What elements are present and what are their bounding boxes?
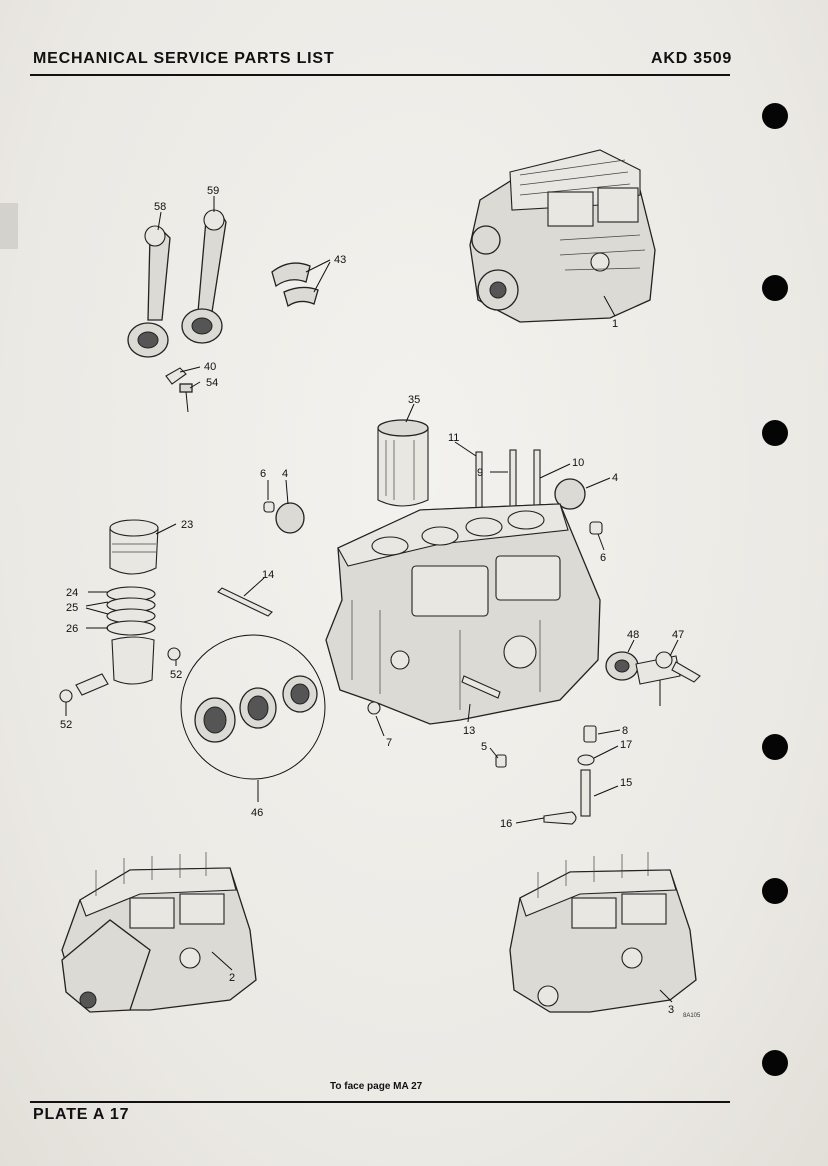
- callout-13: 13: [463, 725, 475, 737]
- callout-54: 54: [206, 377, 218, 389]
- callout-6-right: 6: [600, 552, 606, 564]
- face-page-note: To face page MA 27: [330, 1081, 423, 1092]
- callout-6-left: 6: [260, 468, 266, 480]
- punch-hole-4: [762, 734, 788, 760]
- small-fittings-illustration: [367, 701, 597, 825]
- punch-hole-2: [762, 275, 788, 301]
- callout-58: 58: [154, 201, 166, 213]
- callout-35: 35: [408, 394, 420, 406]
- connecting-rod-illustrations: [127, 209, 227, 358]
- callout-8: 8: [622, 725, 628, 737]
- footer-rule: [30, 1101, 730, 1103]
- punch-hole-3: [762, 420, 788, 446]
- callout-26: 26: [66, 623, 78, 635]
- page-edge-tab: [0, 203, 18, 249]
- punch-hole-1: [762, 103, 788, 129]
- callout-52-right: 52: [170, 669, 182, 681]
- callout-40: 40: [204, 361, 216, 373]
- callout-59: 59: [207, 185, 219, 197]
- callout-9: 9: [477, 467, 483, 479]
- callout-23: 23: [181, 519, 193, 531]
- cylinder-liner-illustration: [377, 419, 429, 507]
- piston-illustration: [109, 519, 159, 575]
- dowel-rod-illustration: [217, 587, 273, 617]
- engine-assembly-illustration: [469, 149, 656, 323]
- page-header-code: AKD 3509: [651, 50, 733, 67]
- callout-labels: 1 2 3 4 4 5 6 6 7 8 9 10 11 13 14 15 16 …: [60, 185, 701, 1019]
- callout-11: 11: [448, 432, 459, 444]
- callout-7: 7: [386, 737, 392, 749]
- punch-hole-5: [762, 878, 788, 904]
- punch-hole-6: [762, 1050, 788, 1076]
- callout-1: 1: [612, 318, 618, 330]
- callout-10: 10: [572, 457, 584, 469]
- bolt-and-washer-illustration: [165, 367, 193, 413]
- block-variant-2-illustration: [61, 852, 257, 1013]
- core-plugs-illustration: [263, 478, 603, 535]
- callout-4-right: 4: [612, 472, 618, 484]
- artwork-reference: 8A105: [683, 1013, 701, 1019]
- callout-25: 25: [66, 602, 78, 614]
- block-variant-3-illustration: [509, 852, 697, 1013]
- callout-leader-lines: [65, 196, 679, 1003]
- callout-3: 3: [668, 1004, 674, 1016]
- callout-4-left: 4: [282, 468, 288, 480]
- callout-43: 43: [334, 254, 346, 266]
- piston-skirt-illustration: [59, 636, 181, 703]
- page-header-title: MECHANICAL SERVICE PARTS LIST: [33, 50, 335, 67]
- callout-15: 15: [620, 777, 632, 789]
- plate-label: PLATE A 17: [33, 1106, 130, 1123]
- callout-16: 16: [500, 818, 512, 830]
- oil-adaptor-illustration: [605, 651, 701, 706]
- callout-17: 17: [620, 739, 632, 751]
- callout-5: 5: [481, 741, 487, 753]
- callout-24: 24: [66, 587, 78, 599]
- callout-46: 46: [251, 807, 263, 819]
- callout-47: 47: [672, 629, 684, 641]
- callout-14: 14: [262, 569, 274, 581]
- camshaft-bearings-detail: [180, 634, 326, 780]
- bearing-shells-illustration: [271, 262, 319, 308]
- cylinder-block-illustration: [325, 503, 601, 725]
- callout-52-left: 52: [60, 719, 72, 731]
- header-rule: [30, 74, 730, 76]
- callout-48: 48: [627, 629, 639, 641]
- callout-2: 2: [229, 972, 235, 984]
- piston-rings-illustration: [106, 586, 156, 636]
